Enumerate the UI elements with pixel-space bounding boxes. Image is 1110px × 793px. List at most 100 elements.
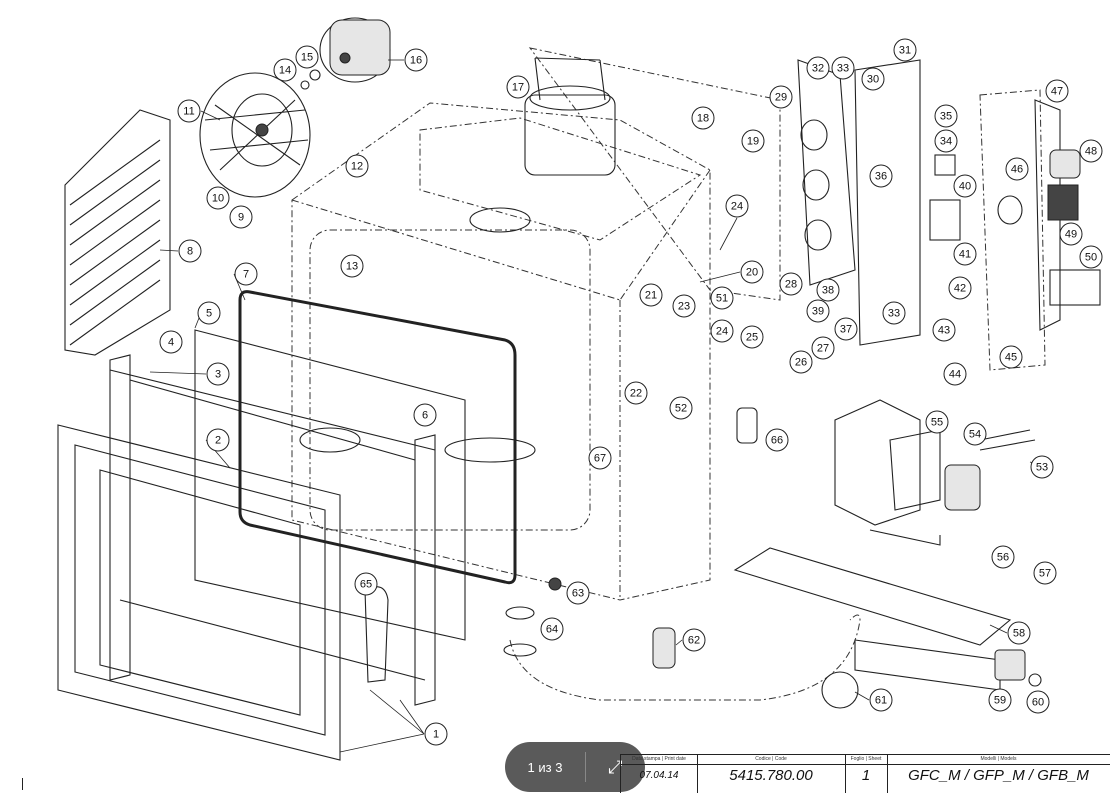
print-date: 07.04.14 bbox=[639, 770, 679, 781]
side-rack bbox=[64, 109, 171, 356]
page-indicator: 1 из 3 bbox=[527, 759, 563, 775]
callout-50: 50 bbox=[1079, 245, 1103, 269]
callout-label: 54 bbox=[969, 429, 981, 441]
callout-2: 2 bbox=[206, 428, 230, 452]
callout-48: 48 bbox=[1079, 139, 1103, 163]
callout-label: 41 bbox=[959, 249, 971, 261]
callout-5: 5 bbox=[197, 301, 221, 325]
sheet-cell: Foglio | Sheet 1 bbox=[845, 755, 888, 793]
callout-label: 28 bbox=[785, 279, 797, 291]
page-viewer-toolbar: 1 из 3 ⤢ bbox=[505, 742, 645, 792]
callout-55: 55 bbox=[925, 410, 949, 434]
callout-38: 38 bbox=[816, 278, 840, 302]
callout-62: 62 bbox=[682, 628, 706, 652]
callout-6: 6 bbox=[413, 403, 437, 427]
print-date-cell: Data stampa | Print date 07.04.14 bbox=[621, 755, 698, 793]
callout-60: 60 bbox=[1026, 690, 1050, 714]
callout-label: 66 bbox=[771, 435, 783, 447]
callout-33: 33 bbox=[831, 56, 855, 80]
callout-64: 64 bbox=[540, 617, 564, 641]
callout-12: 12 bbox=[345, 154, 369, 178]
callout-label: 31 bbox=[899, 45, 911, 57]
callout-61: 61 bbox=[869, 688, 893, 712]
gas-valve-group bbox=[834, 399, 1036, 546]
callout-56: 56 bbox=[991, 545, 1015, 569]
callout-47: 47 bbox=[1045, 79, 1069, 103]
callout-label: 46 bbox=[1011, 164, 1023, 176]
callout-label: 25 bbox=[746, 332, 758, 344]
callout-label: 15 bbox=[301, 52, 313, 64]
callout-31: 31 bbox=[893, 38, 917, 62]
callout-label: 53 bbox=[1036, 462, 1048, 474]
callout-label: 56 bbox=[997, 552, 1009, 564]
callout-label: 67 bbox=[594, 453, 606, 465]
callout-label: 61 bbox=[875, 695, 887, 707]
callout-label: 9 bbox=[238, 212, 244, 224]
callout-label: 7 bbox=[243, 269, 249, 281]
callout-26: 26 bbox=[789, 350, 813, 374]
callout-label: 32 bbox=[812, 63, 824, 75]
callout-label: 26 bbox=[795, 357, 807, 369]
callout-label: 16 bbox=[410, 55, 422, 67]
callout-label: 29 bbox=[775, 92, 787, 104]
callout-37: 37 bbox=[834, 317, 858, 341]
callout-label: 4 bbox=[168, 337, 174, 349]
sheet-number: 1 bbox=[861, 767, 871, 784]
callout-label: 44 bbox=[949, 369, 961, 381]
callout-label: 65 bbox=[360, 579, 372, 591]
callout-42: 42 bbox=[948, 276, 972, 300]
callout-label: 10 bbox=[212, 193, 224, 205]
callout-21: 21 bbox=[639, 283, 663, 307]
callout-label: 1 bbox=[433, 729, 439, 741]
fan-motor bbox=[300, 17, 391, 90]
callout-label: 57 bbox=[1039, 568, 1051, 580]
callout-label: 39 bbox=[812, 306, 824, 318]
models-list: GFC_M / GFP_M / GFB_M bbox=[908, 767, 1089, 784]
callout-label: 2 bbox=[215, 435, 221, 447]
callout-label: 55 bbox=[931, 417, 943, 429]
text-cursor-mark bbox=[22, 778, 23, 790]
callout-46: 46 bbox=[1005, 157, 1029, 181]
callout-65: 65 bbox=[354, 572, 378, 596]
callout-17: 17 bbox=[506, 75, 530, 99]
callout-29: 29 bbox=[769, 85, 793, 109]
callout-14: 14 bbox=[273, 58, 297, 82]
callout-label: 27 bbox=[817, 343, 829, 355]
callout-label: 51 bbox=[716, 293, 728, 305]
callout-3: 3 bbox=[206, 362, 230, 386]
callout-49: 49 bbox=[1059, 222, 1083, 246]
callout-59: 59 bbox=[988, 688, 1012, 712]
callout-label: 11 bbox=[183, 106, 194, 118]
fullscreen-expand-icon[interactable]: ⤢ bbox=[608, 756, 623, 777]
callout-label: 45 bbox=[1005, 352, 1017, 364]
callout-label: 20 bbox=[746, 267, 758, 279]
callout-34: 34 bbox=[934, 129, 958, 153]
callout-label: 62 bbox=[688, 635, 700, 647]
callout-45: 45 bbox=[999, 345, 1023, 369]
callout-13: 13 bbox=[340, 254, 364, 278]
callout-18: 18 bbox=[691, 106, 715, 130]
callout-label: 33 bbox=[837, 63, 849, 75]
callout-20: 20 bbox=[740, 260, 764, 284]
callout-label: 47 bbox=[1051, 86, 1063, 98]
misc-parts bbox=[503, 407, 861, 709]
callout-label: 13 bbox=[346, 261, 358, 273]
burner-plate bbox=[733, 547, 1042, 691]
callout-41: 41 bbox=[953, 242, 977, 266]
callout-label: 12 bbox=[351, 161, 363, 173]
code-cell: Codice | Code 5415.780.00 bbox=[697, 755, 846, 793]
callout-label: 24 bbox=[716, 326, 728, 338]
callout-22: 22 bbox=[624, 381, 648, 405]
callout-44: 44 bbox=[943, 362, 967, 386]
callout-label: 40 bbox=[959, 181, 971, 193]
callout-25: 25 bbox=[740, 325, 764, 349]
callout-label: 49 bbox=[1065, 229, 1077, 241]
callout-9: 9 bbox=[229, 205, 253, 229]
callout-15: 15 bbox=[295, 45, 319, 69]
callout-label: 33 bbox=[888, 308, 900, 320]
callout-7: 7 bbox=[234, 262, 258, 286]
callout-24: 24 bbox=[710, 319, 734, 343]
callout-label: 34 bbox=[940, 136, 952, 148]
electrical-components bbox=[929, 149, 1101, 306]
